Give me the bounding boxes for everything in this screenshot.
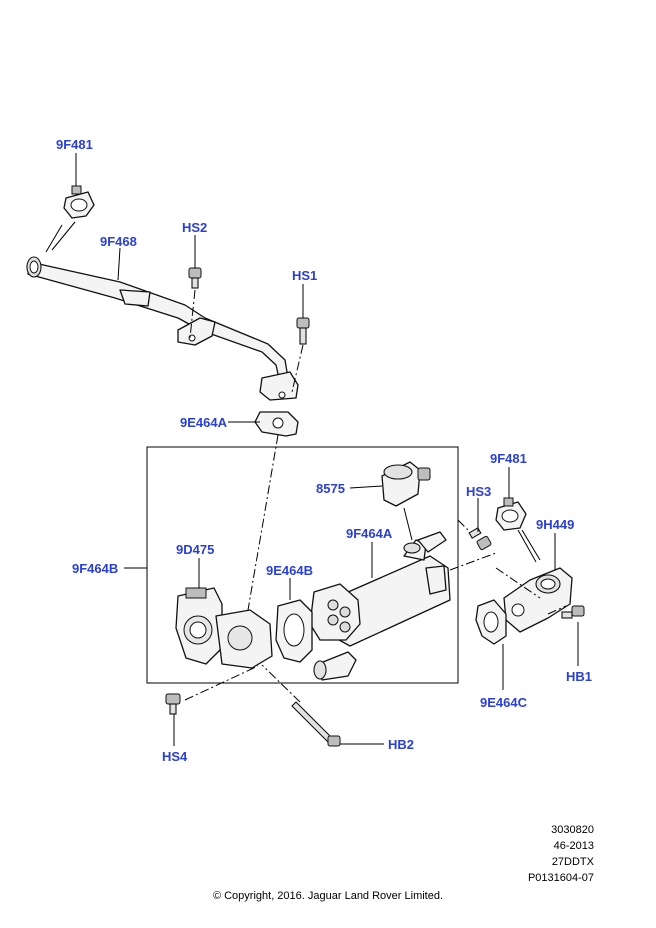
outlet-pipe — [503, 567, 573, 633]
drawing-ref-4: P0131604-07 — [527, 872, 594, 884]
label-9e464a: 9E464A — [180, 415, 228, 430]
label-hb2: HB2 — [388, 737, 414, 752]
assembly-lines — [184, 289, 567, 703]
gasket-9e464a — [254, 411, 299, 437]
gasket-9e464c — [475, 599, 507, 645]
gasket-9e464b — [275, 599, 313, 663]
label-9f481-top: 9F481 — [56, 137, 93, 152]
label-hs2: HS2 — [182, 220, 207, 235]
bolt-hs2 — [188, 267, 202, 289]
label-9d475: 9D475 — [176, 542, 214, 557]
label-hb1: HB1 — [566, 669, 592, 684]
egr-pipe — [26, 256, 299, 401]
label-9h449: 9H449 — [536, 517, 574, 532]
bolt-hs4 — [165, 693, 181, 715]
egr-valve — [175, 587, 273, 669]
hose-clamp-right — [495, 497, 527, 531]
bolt-hb2 — [291, 701, 341, 747]
drawing-ref-3: 27DDTX — [551, 856, 594, 868]
label-9f464b: 9F464B — [72, 561, 118, 576]
leader-lines — [45, 153, 579, 746]
label-hs1: HS1 — [292, 268, 317, 283]
egr-cooler — [309, 531, 451, 681]
label-hs4: HS4 — [162, 749, 188, 764]
copyright-notice: © Copyright, 2016. Jaguar Land Rover Lim… — [212, 890, 444, 902]
label-hs3: HS3 — [466, 484, 491, 499]
hose-clamp-top — [63, 185, 95, 219]
bolt-hs1 — [296, 317, 310, 345]
label-9f481-right: 9F481 — [490, 451, 527, 466]
label-9f468: 9F468 — [100, 234, 137, 249]
label-9e464c: 9E464C — [480, 695, 528, 710]
valve-8575 — [381, 461, 431, 507]
bolt-hs3 — [468, 527, 492, 551]
label-9f464a: 9F464A — [346, 526, 393, 541]
label-8575: 8575 — [316, 481, 345, 496]
drawing-ref-2: 46-2013 — [553, 840, 594, 852]
bolt-hb1 — [561, 605, 585, 619]
assembly-box — [146, 446, 459, 684]
label-9e464b: 9E464B — [266, 563, 313, 578]
drawing-ref-1: 3030820 — [551, 824, 594, 836]
